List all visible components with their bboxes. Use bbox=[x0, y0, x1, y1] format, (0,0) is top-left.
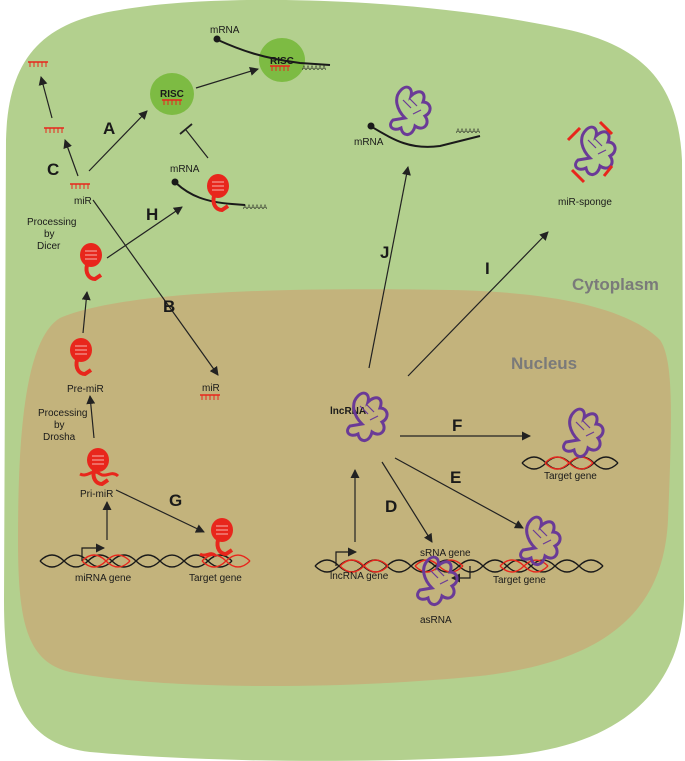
lncrna-gene-label: lncRNA gene bbox=[330, 571, 389, 582]
arrow-a bbox=[88, 110, 148, 172]
drosha-label-line-1: Processing bbox=[38, 408, 87, 419]
polya-top: AAAAAA bbox=[302, 66, 326, 72]
mrna-cap-mid bbox=[171, 178, 179, 186]
arrow-pri-to-pre bbox=[86, 395, 96, 439]
dicer-label-line-1: Processing bbox=[27, 217, 76, 228]
mrna-strand-top bbox=[217, 39, 331, 66]
risc-label-1: RISC bbox=[160, 89, 184, 100]
polya-mid: AAAAAA bbox=[243, 205, 267, 211]
risc-complex-1 bbox=[150, 73, 194, 115]
letter-c: C bbox=[47, 160, 59, 179]
arrow-c bbox=[63, 139, 79, 177]
target-gene-right-label: Target gene bbox=[544, 471, 597, 482]
arrow-pre-to-dicer bbox=[81, 291, 91, 334]
mrna-strand-mid bbox=[175, 182, 246, 206]
mir-label: miR bbox=[74, 196, 92, 207]
target-gene-left-label: Target gene bbox=[189, 573, 242, 584]
mrna-cap-right bbox=[367, 122, 375, 130]
mrna-label-top: mRNA bbox=[210, 25, 240, 36]
arrow-g bbox=[115, 489, 205, 533]
letter-g: G bbox=[169, 491, 182, 510]
mir-nucleus-label: miR bbox=[202, 383, 220, 394]
target-gene-mid-label: Target gene bbox=[493, 575, 546, 586]
nucleus-region bbox=[18, 289, 671, 687]
polya-right: AAAAAA bbox=[456, 129, 480, 135]
letter-j: J bbox=[380, 243, 389, 262]
pri-mir-tail bbox=[79, 470, 120, 478]
mir-sponge-label: miR-sponge bbox=[558, 197, 612, 208]
drosha-label-line-3: Drosha bbox=[43, 432, 76, 443]
letter-a: A bbox=[103, 119, 115, 138]
mir-sponge-mirs bbox=[566, 120, 614, 184]
mrna-cap-top bbox=[213, 35, 221, 43]
pri-mir-label: Pri-miR bbox=[80, 489, 113, 500]
asrna-label: asRNA bbox=[420, 615, 452, 626]
arrow-i bbox=[407, 231, 549, 377]
nucleus-label: Nucleus bbox=[511, 354, 577, 373]
arrow-risc bbox=[195, 67, 259, 89]
letter-e: E bbox=[450, 468, 461, 487]
lncrna-promoter-arrow bbox=[335, 547, 357, 566]
mrna-strand-right bbox=[371, 126, 481, 148]
cytoplasm-label: Cytoplasm bbox=[572, 275, 659, 294]
lncrna-label: lncRNA bbox=[330, 406, 366, 417]
arrow-b bbox=[92, 199, 219, 376]
mrna-label-mid: mRNA bbox=[170, 164, 200, 175]
dicer-label-line-2: by bbox=[44, 229, 55, 240]
inhibition-bar bbox=[179, 123, 193, 135]
letter-i: I bbox=[485, 259, 490, 278]
target-gene-left-tail bbox=[199, 552, 218, 558]
arrow-e bbox=[394, 457, 524, 529]
risc-label-2: RISC bbox=[270, 56, 294, 67]
pre-mir-label: Pre-miR bbox=[67, 384, 104, 395]
mirna-gene-label: miRNA gene bbox=[75, 573, 132, 584]
arrow-d bbox=[381, 461, 433, 543]
mrna-label-right: mRNA bbox=[354, 137, 384, 148]
arrow-j bbox=[368, 166, 411, 369]
inhibition-line bbox=[185, 129, 209, 159]
dicer-label-line-3: Dicer bbox=[37, 241, 61, 252]
srna-gene-label: sRNA gene bbox=[420, 548, 471, 559]
letter-d: D bbox=[385, 497, 397, 516]
letter-f: F bbox=[452, 416, 462, 435]
letter-h: H bbox=[146, 205, 158, 224]
mirna-promoter-arrow bbox=[81, 543, 105, 561]
arrow-c-top bbox=[38, 76, 53, 119]
arrow-h bbox=[106, 206, 183, 259]
drosha-label-line-2: by bbox=[54, 420, 65, 431]
letter-b: B bbox=[163, 297, 175, 316]
